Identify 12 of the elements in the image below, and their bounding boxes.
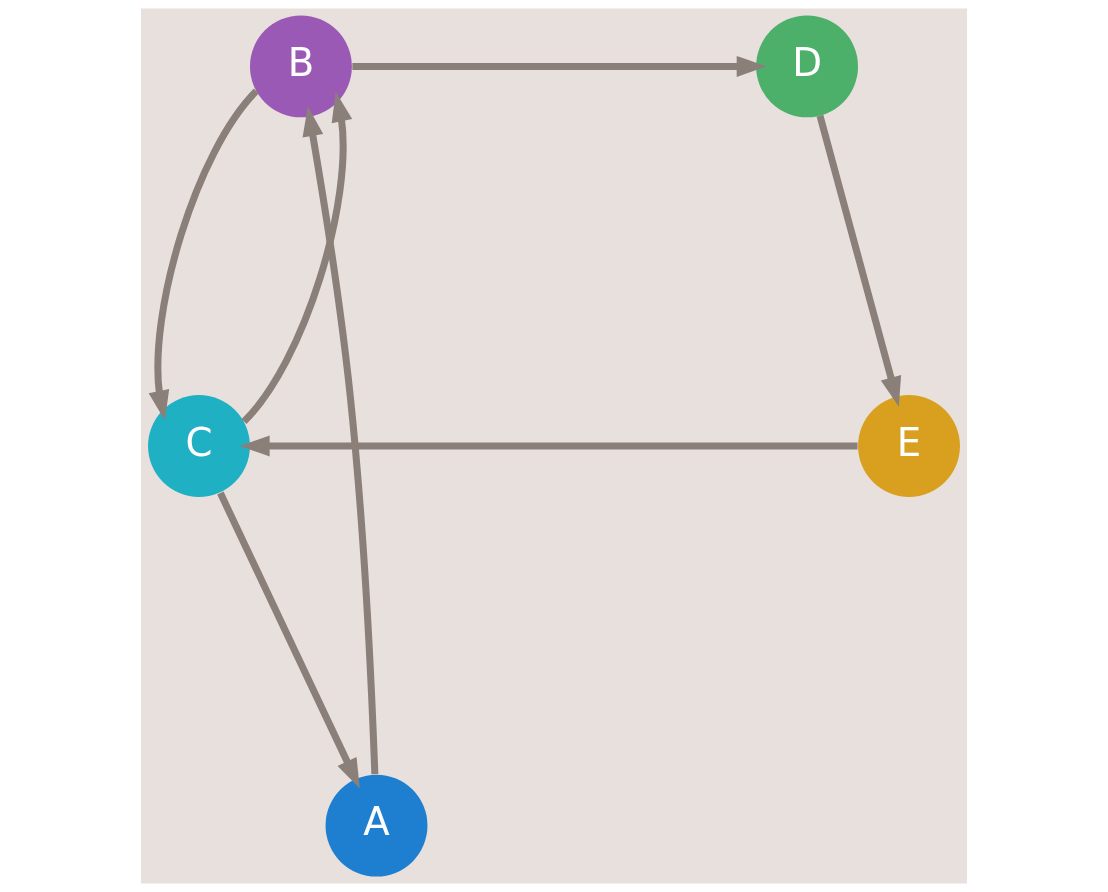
arrow bbox=[302, 106, 379, 775]
arrow bbox=[217, 491, 360, 789]
arrow bbox=[239, 435, 858, 457]
node-circle: B bbox=[249, 15, 352, 118]
node-circle: A bbox=[325, 774, 428, 877]
arrow bbox=[816, 114, 902, 407]
node-circle: D bbox=[756, 15, 859, 118]
node-circle: E bbox=[858, 395, 960, 497]
node-circle: C bbox=[148, 395, 250, 497]
arrow bbox=[148, 88, 259, 421]
arrow bbox=[241, 91, 353, 424]
arrow bbox=[352, 55, 767, 77]
